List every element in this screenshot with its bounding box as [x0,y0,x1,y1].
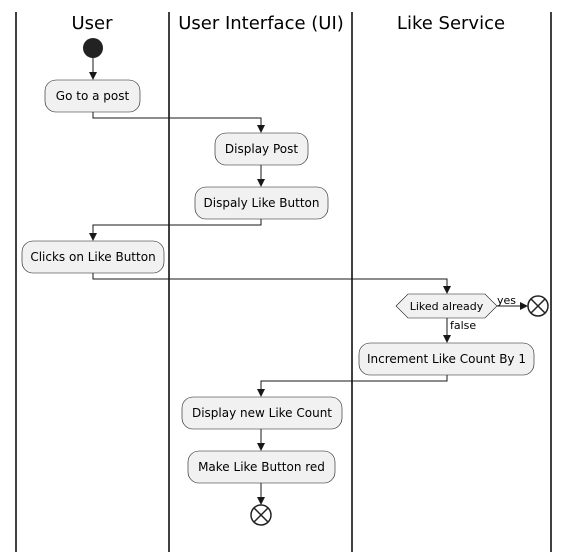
arrow-head [257,389,265,397]
edge-like-button-to-clicks [92,219,262,233]
arrow-head [443,286,451,294]
action-go-to-post-label: Go to a post [56,89,130,103]
action-display-new-like-count [181,396,343,430]
lane-title-ui: User Interface (UI) [178,13,344,34]
arrow-head [257,443,265,451]
lane-title-like-service: Like Service [397,13,505,34]
action-increment-like-count-label: Increment Like Count By 1 [367,352,526,366]
start-node [83,38,103,58]
decision-liked-already-label: Liked already [410,300,484,313]
action-display-like-button-label: Dispaly Like Button [204,196,320,210]
arrow-head [257,179,265,187]
edge-increment-to-display-count [260,375,448,389]
end-node-yes [527,295,549,317]
arrow-head [257,497,265,505]
arrow-head [89,72,97,80]
action-display-new-like-count-label: Display new Like Count [192,406,332,420]
edge-label-yes: yes [497,294,516,307]
arrow-head [257,125,265,133]
arrow-head [89,233,97,241]
arrow-head [443,335,451,343]
lane-title-user: User [71,13,113,34]
arrow-head [520,302,528,310]
edge-clicks-to-decision [92,273,448,286]
action-make-like-button-red-label: Make Like Button red [198,460,325,474]
action-display-post-label: Display Post [225,142,298,156]
edge-go-to-display-post [92,112,262,125]
edge-label-false: false [450,319,476,332]
end-node-final [250,504,272,526]
action-clicks-like-button-label: Clicks on Like Button [30,250,155,264]
